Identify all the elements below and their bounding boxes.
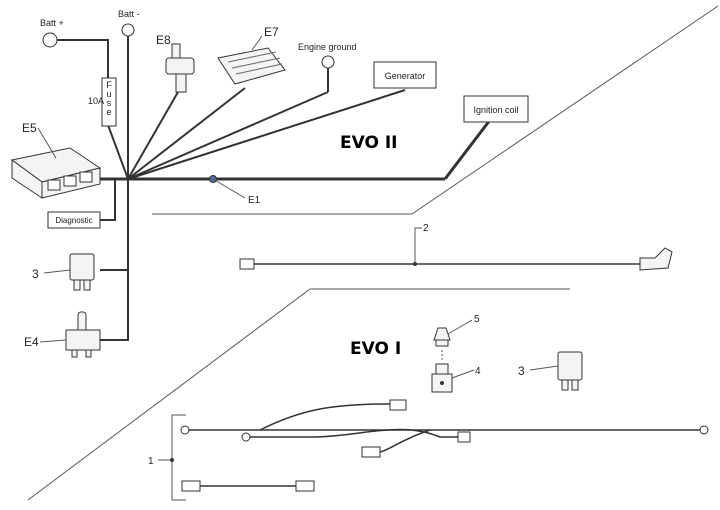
cable-2-dot bbox=[413, 262, 417, 266]
generator-box bbox=[373, 61, 437, 89]
e1-label: E1 bbox=[248, 195, 261, 206]
harness-right-connector bbox=[457, 431, 471, 443]
batt-minus-terminal bbox=[121, 23, 135, 37]
part-5-cap-icon bbox=[433, 327, 451, 347]
e4-wire bbox=[100, 179, 129, 341]
evo1-relay-label: 3 bbox=[518, 364, 525, 378]
e7-leader bbox=[251, 35, 263, 51]
part-5-leader bbox=[447, 319, 473, 335]
cable-2-left-connector bbox=[239, 258, 255, 270]
junction-wires bbox=[50, 34, 406, 341]
relay-label: 3 bbox=[32, 267, 39, 281]
cable-2-label: 2 bbox=[423, 223, 429, 234]
evo1-relay-leader bbox=[529, 365, 559, 371]
diagnostic-box bbox=[47, 211, 101, 229]
e8-wire bbox=[127, 91, 179, 180]
evo1-relay-icon bbox=[557, 351, 583, 391]
batt-minus-label: Batt - bbox=[118, 9, 140, 19]
e4-leader bbox=[39, 339, 67, 343]
divider-evo1-diagonal bbox=[27, 288, 311, 501]
fuse-rating-label: 10A bbox=[88, 96, 104, 106]
cable-2: 2 bbox=[239, 223, 673, 271]
e7-label: E7 bbox=[264, 25, 279, 39]
part-4-label: 4 bbox=[475, 366, 481, 377]
part-4-leader bbox=[451, 369, 475, 379]
harness-lower-connector bbox=[361, 446, 381, 458]
ignition-coil-label: Ignition coil bbox=[473, 105, 518, 115]
harness-1-label: 1 bbox=[148, 456, 154, 467]
engine-ground-terminal bbox=[321, 55, 335, 69]
cable-2-leader bbox=[414, 227, 422, 262]
e8-sensor-icon bbox=[165, 43, 195, 93]
batt-plus-label: Batt + bbox=[40, 18, 64, 28]
harness-second-wire bbox=[250, 428, 458, 438]
section-dividers bbox=[27, 5, 719, 501]
e5-label: E5 bbox=[22, 121, 37, 135]
harness-bottom-right-connector bbox=[295, 480, 315, 492]
fuse-component bbox=[101, 77, 117, 127]
cable-2-cap-icon bbox=[639, 247, 673, 271]
harness-1-bracket bbox=[171, 414, 186, 501]
harness-ring-left bbox=[180, 425, 190, 435]
ignition-coil-box bbox=[463, 95, 529, 123]
e5-ecu-icon bbox=[10, 147, 102, 199]
e4-switch-icon bbox=[65, 311, 101, 358]
ignition-coil-wire bbox=[443, 119, 492, 180]
relay-leader bbox=[43, 269, 71, 274]
e7-wire bbox=[127, 87, 246, 180]
evo2-title: EVO II bbox=[340, 133, 398, 153]
e8-label: E8 bbox=[156, 33, 171, 47]
relay-icon bbox=[69, 253, 95, 291]
harness-upper-connector bbox=[389, 399, 407, 411]
diagnostic-wire bbox=[100, 179, 116, 221]
harness-bottom-left-connector bbox=[181, 480, 201, 492]
e7-module-icon bbox=[217, 47, 286, 85]
e5-leader bbox=[37, 127, 57, 159]
harness-ring-inner bbox=[241, 432, 251, 442]
e4-label: E4 bbox=[24, 335, 39, 349]
divider-evo2-diagonal bbox=[411, 5, 719, 215]
generator-label: Generator bbox=[385, 71, 426, 81]
generator-wire bbox=[127, 89, 406, 180]
evo1-section: EVO I 5 4 3 1 bbox=[148, 314, 709, 501]
batt-plus-wire bbox=[50, 39, 129, 180]
evo1-title: EVO I bbox=[350, 339, 401, 359]
harness-ring-right bbox=[699, 425, 709, 435]
harness-1: 1 bbox=[148, 399, 709, 501]
e1-leader bbox=[212, 178, 246, 199]
batt-plus-terminal bbox=[42, 32, 58, 48]
harness-lower-branch bbox=[379, 429, 431, 453]
part-5-label: 5 bbox=[474, 314, 480, 325]
diagnostic-label: Diagnostic bbox=[55, 216, 92, 225]
engine-ground-label: Engine ground bbox=[298, 42, 357, 52]
part-4-switch-icon bbox=[431, 363, 453, 393]
engine-ground-wire bbox=[127, 91, 329, 180]
harness-upper-branch bbox=[259, 403, 391, 431]
